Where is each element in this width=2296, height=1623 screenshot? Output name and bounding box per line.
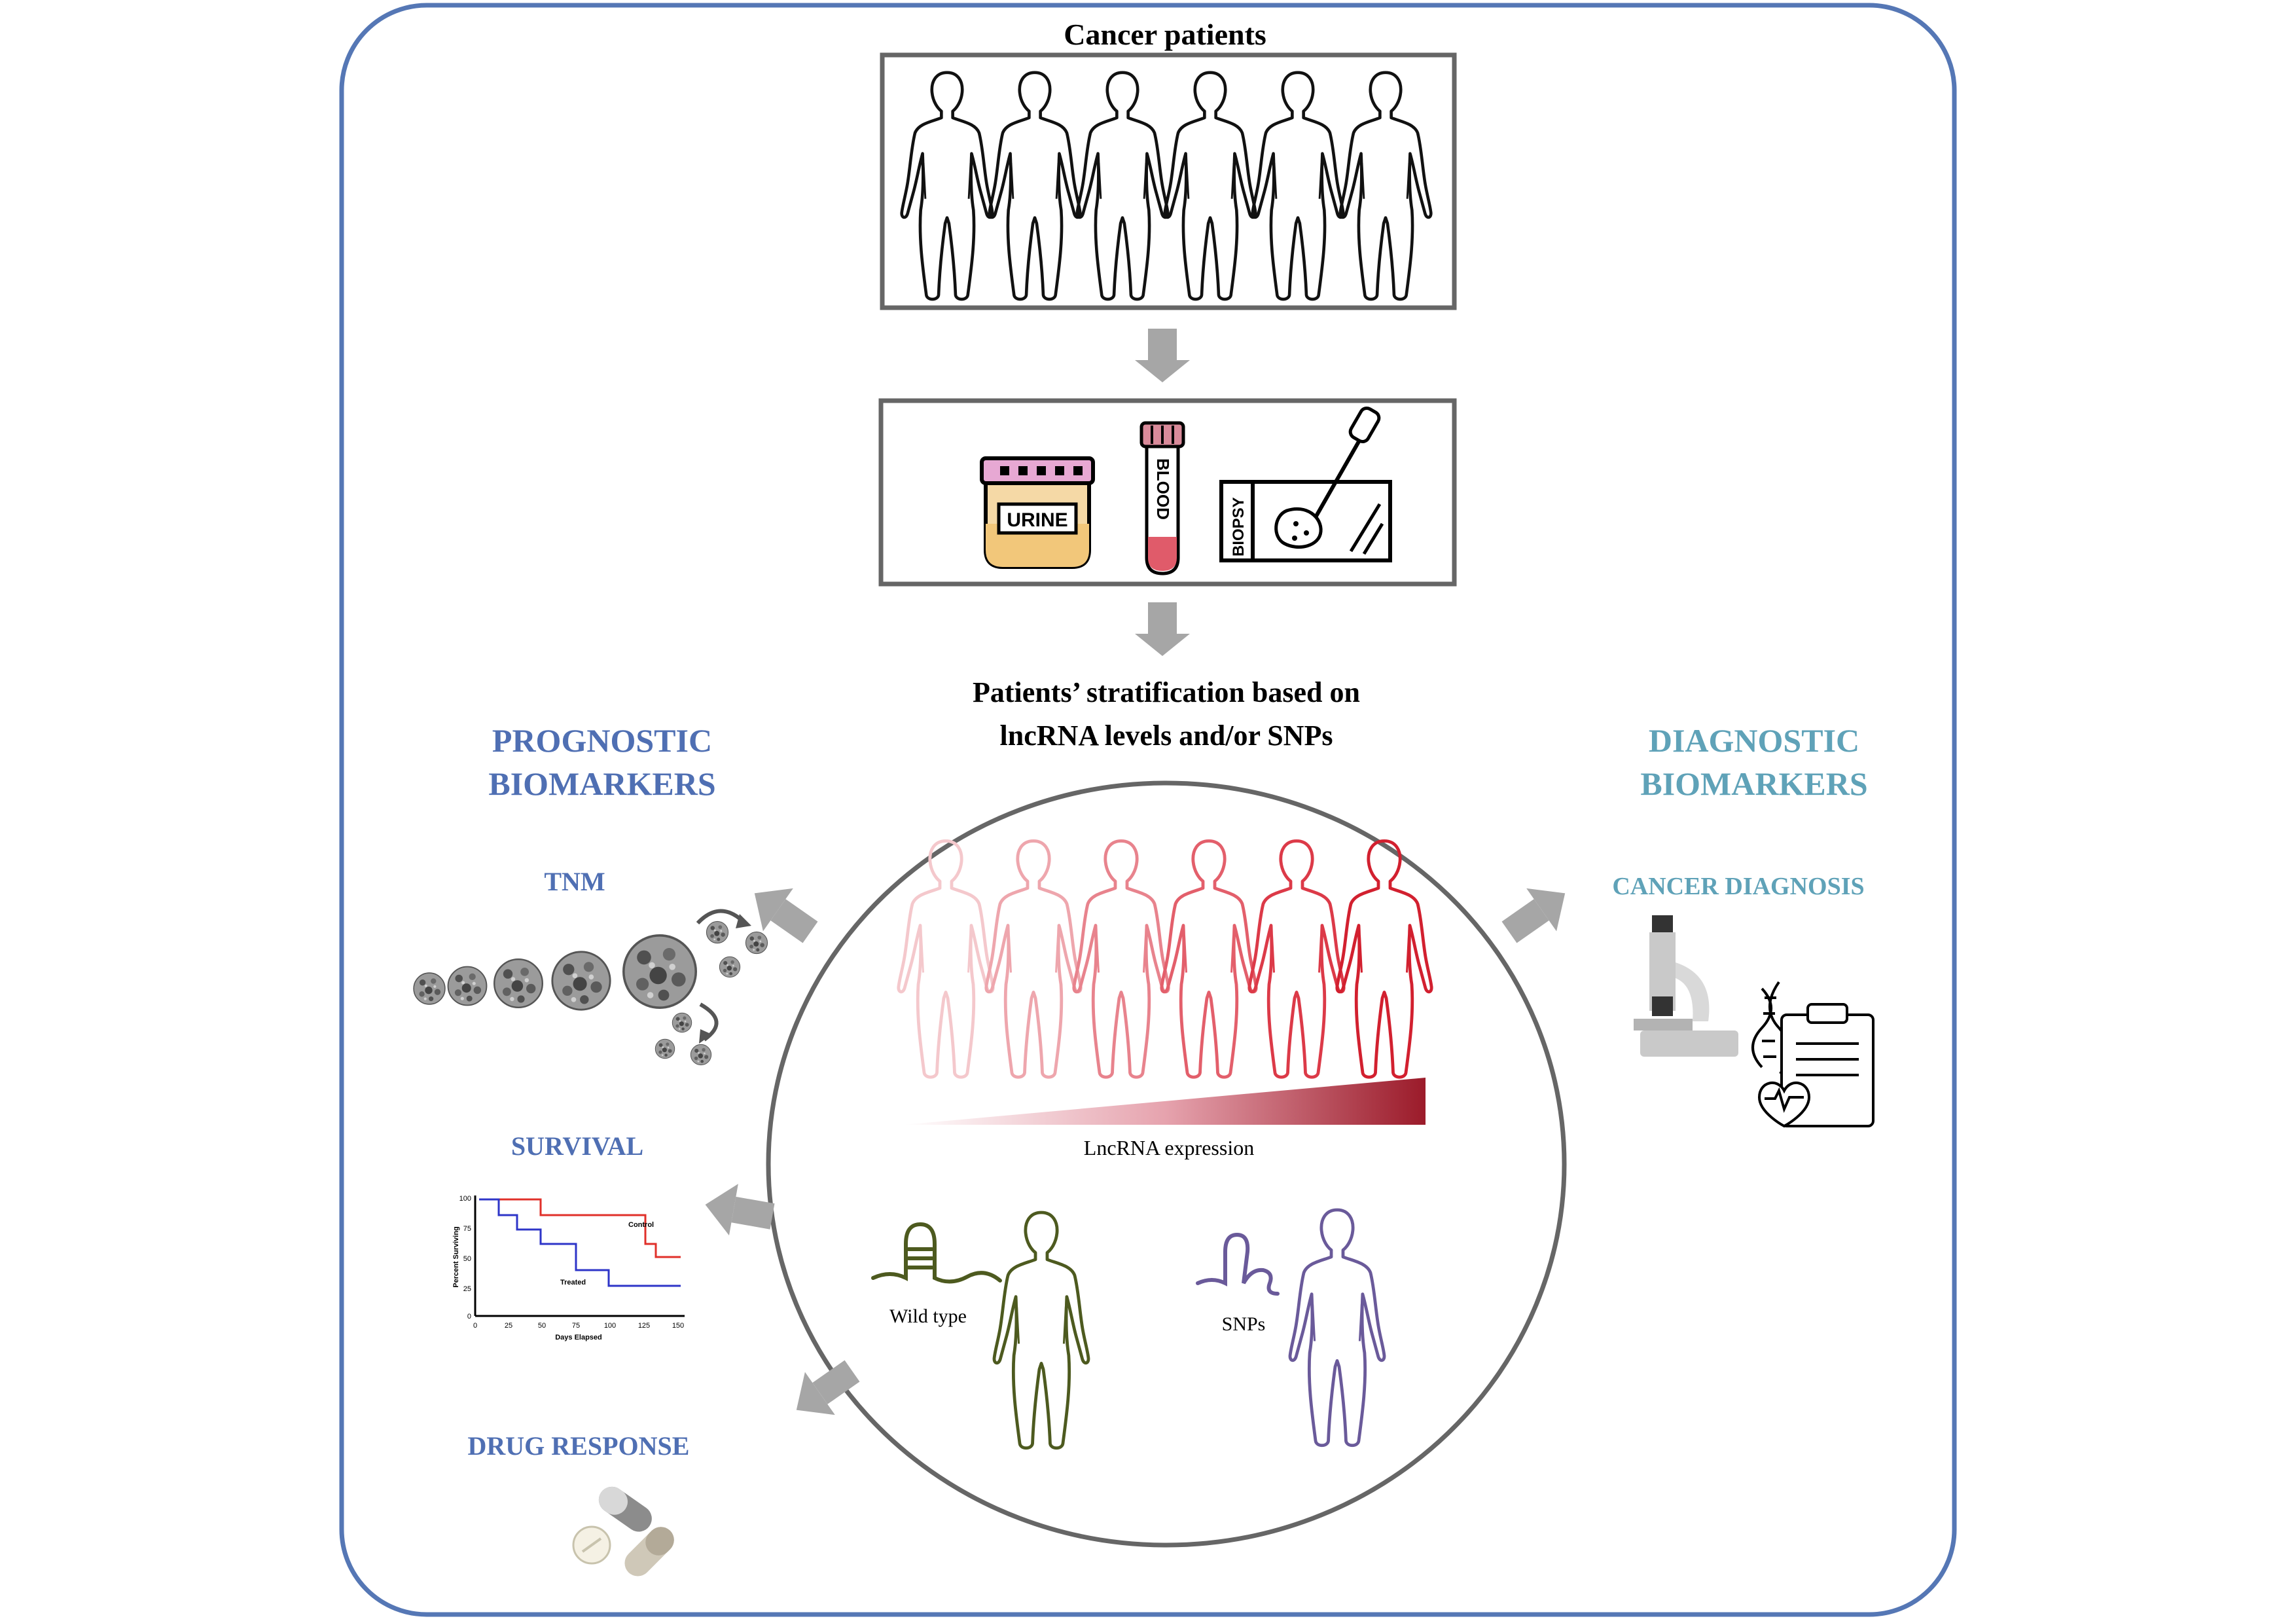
survival-xlabel: Days Elapsed (555, 1334, 602, 1341)
urine-container-icon: URINE (980, 456, 1095, 569)
survival-ytick: 75 (463, 1225, 471, 1233)
patients-box (880, 52, 1457, 310)
survival-ytick: 25 (463, 1285, 471, 1293)
wild-type-lncrna-icon (871, 1222, 1002, 1284)
biopsy-label: BIOPSY (1230, 497, 1247, 556)
dna-clipboard-icon (1751, 981, 1874, 1128)
survival-treated-line (479, 1198, 681, 1287)
microscope-icon (1634, 915, 1738, 1057)
tnm-label: TNM (544, 867, 605, 896)
survival-xtick: 0 (473, 1322, 477, 1330)
pills-icon (572, 1486, 674, 1577)
survival-ytick: 100 (459, 1195, 471, 1203)
survival-xtick: 50 (538, 1322, 546, 1330)
diagnostic-title-line1: DIAGNOSTIC (1649, 722, 1859, 759)
survival-control-line (479, 1198, 681, 1258)
survival-ytick: 0 (467, 1313, 471, 1321)
survival-ytick: 50 (463, 1255, 471, 1263)
tumor-cells-icon (413, 909, 768, 1066)
survival-plot: 100 75 50 25 0 0 25 50 75 100 125 150 Da… (452, 1195, 685, 1341)
survival-series-label: Control (628, 1221, 654, 1229)
survival-xtick: 100 (604, 1322, 616, 1330)
survival-xtick: 75 (572, 1322, 580, 1330)
down-arrow-icon (1135, 602, 1190, 656)
drug-response-label: DRUG RESPONSE (468, 1431, 690, 1461)
survival-label: SURVIVAL (511, 1131, 643, 1161)
stratification-line1: Patients’ stratification based on (973, 676, 1360, 708)
header-title: Cancer patients (1064, 18, 1266, 51)
blood-tube-icon: BLOOD (1139, 421, 1185, 575)
survival-xtick: 150 (672, 1322, 684, 1330)
urine-label: URINE (1007, 509, 1067, 531)
blood-label: BLOOD (1153, 458, 1173, 520)
outer-frame (339, 3, 1957, 1617)
stratification-line2: lncRNA levels and/or SNPs (1000, 720, 1333, 752)
survival-xtick: 125 (638, 1322, 650, 1330)
wild-type-label: Wild type (889, 1305, 967, 1327)
arrow-to-diagnosis-icon (1501, 888, 1566, 943)
expression-gradient-wedge (903, 1078, 1426, 1125)
prognostic-title-line1: PROGNOSTIC (492, 722, 712, 759)
cancer-diagnosis-label: CANCER DIAGNOSIS (1612, 873, 1864, 900)
prognostic-title-line2: BIOMARKERS (488, 765, 715, 802)
arrow-to-drug-response-icon (796, 1360, 860, 1415)
snps-lncrna-icon (1196, 1232, 1280, 1296)
expression-label: LncRNA expression (1084, 1136, 1254, 1159)
arrow-to-survival-icon (705, 1184, 775, 1235)
snps-label: SNPs (1222, 1313, 1266, 1335)
biopsy-slide-icon: BIOPSY (1219, 407, 1392, 562)
survival-series-label: Treated (560, 1279, 586, 1286)
survival-ylabel: Percent Surviving (452, 1226, 460, 1288)
diagnostic-title-line2: BIOMARKERS (1640, 765, 1867, 802)
stratification-circle (766, 780, 1567, 1548)
down-arrow-icon (1135, 329, 1190, 382)
arrow-to-tnm-icon (754, 888, 818, 943)
survival-xtick: 25 (505, 1322, 512, 1330)
